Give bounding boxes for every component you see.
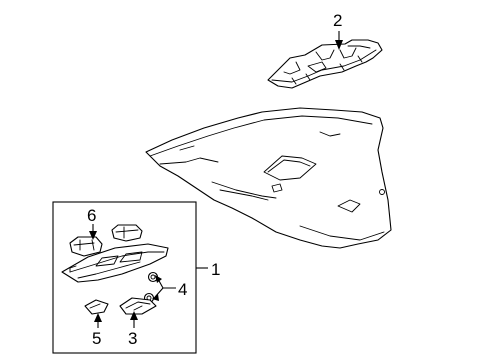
arrowhead-4b	[152, 294, 159, 301]
arrowhead-4a	[155, 275, 162, 283]
inset-frame	[52, 201, 197, 354]
callout-2: 2	[333, 11, 342, 30]
callout-3: 3	[128, 329, 137, 348]
arrowhead-6	[89, 231, 97, 240]
headliner-panel	[145, 107, 392, 249]
callout-6: 6	[87, 206, 96, 225]
callout-5: 5	[92, 329, 101, 348]
callout-4: 4	[178, 280, 187, 299]
part-3-lens	[119, 297, 157, 315]
part-1-dome-lamp	[61, 243, 169, 283]
part-5-small-lens	[84, 299, 109, 315]
part-6-bulb	[69, 224, 143, 257]
arrowhead-3	[130, 311, 138, 320]
arrowhead-2	[335, 40, 343, 50]
callout-1: 1	[211, 260, 220, 279]
arrowhead-5	[94, 313, 102, 322]
part-2-reinforcement	[267, 39, 383, 89]
